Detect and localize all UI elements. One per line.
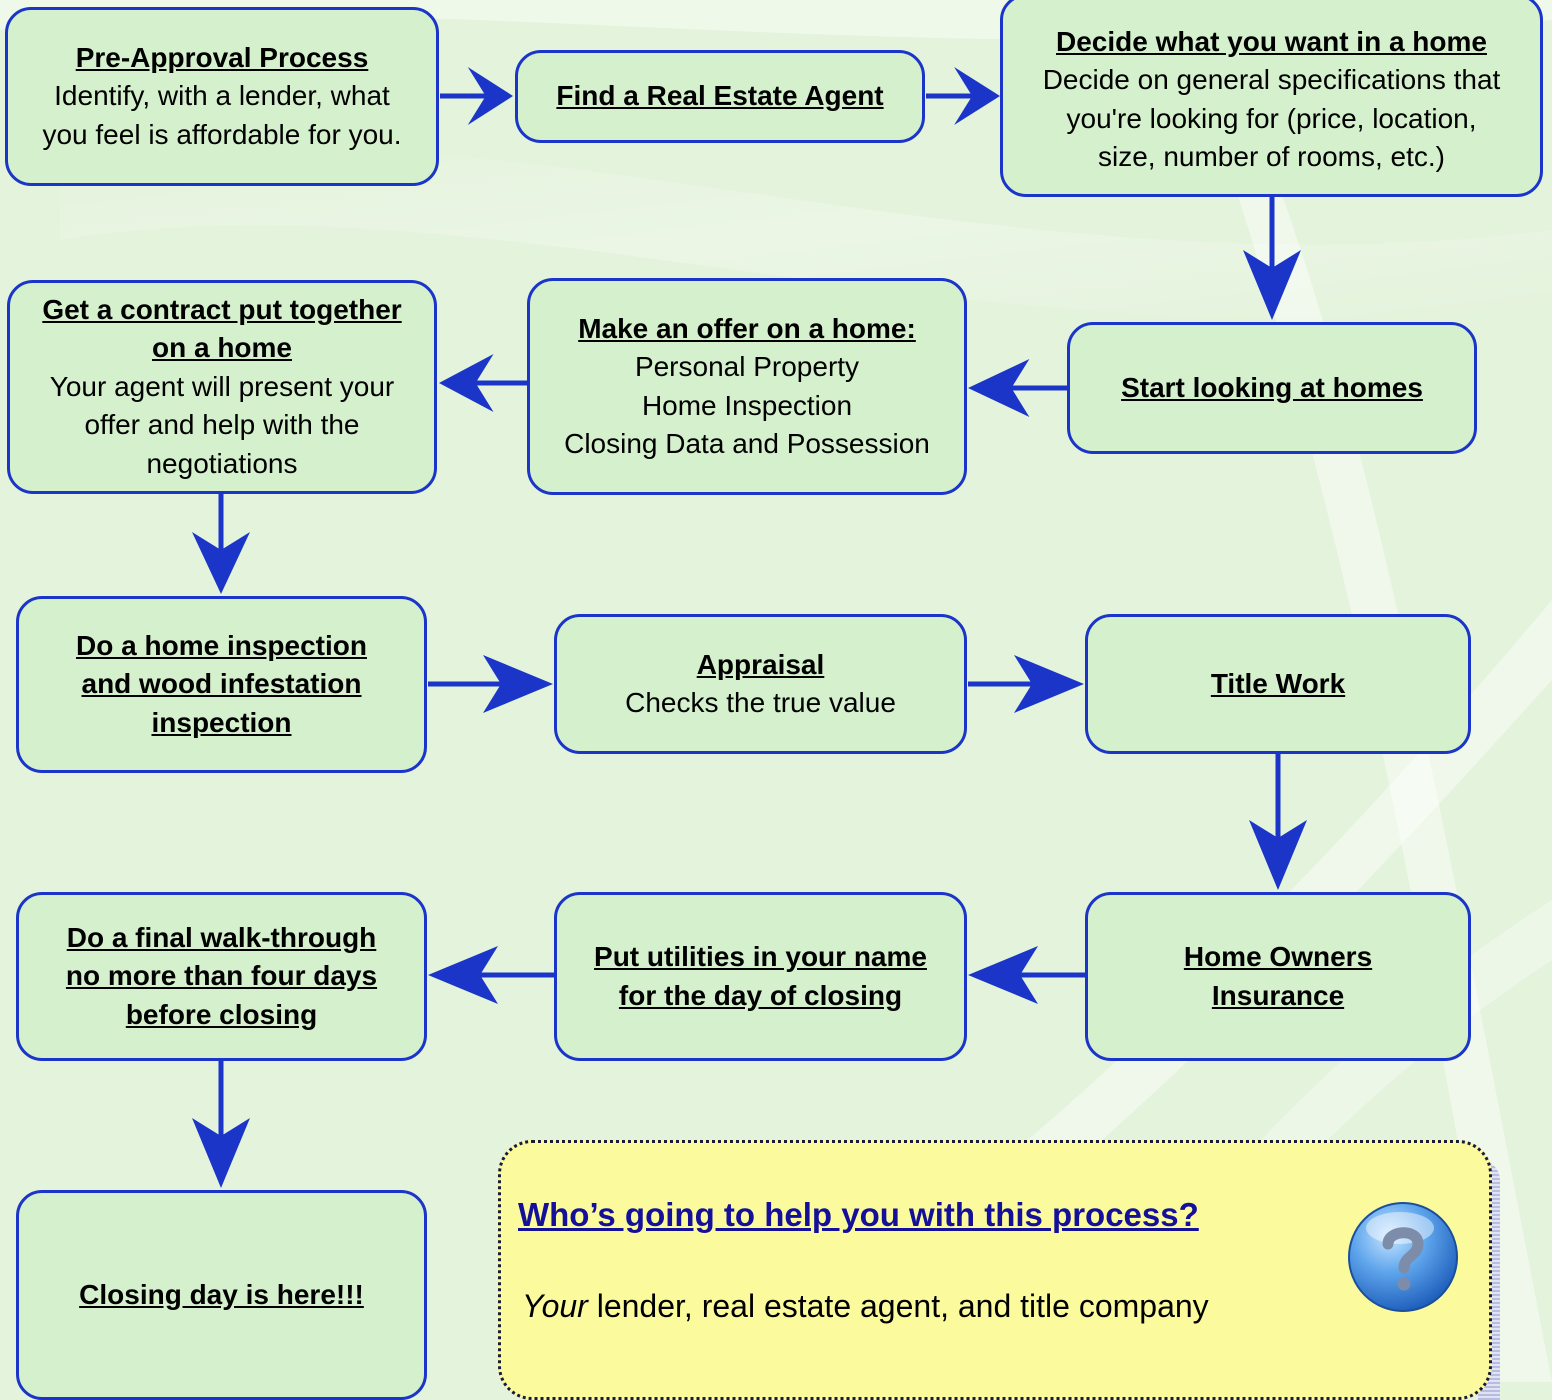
step-line: Identify, with a lender, what (54, 80, 390, 112)
flow-arrow (1249, 754, 1307, 890)
callout-title: Who’s going to help you with this proces… (518, 1196, 1199, 1233)
flow-arrow (968, 946, 1085, 1004)
step-line: size, number of rooms, etc.) (1097, 141, 1445, 172)
step-home-inspection: Do a home inspection and wood infestatio… (16, 596, 427, 773)
step-find-agent: Find a Real Estate Agent (515, 50, 925, 143)
step-title: for the day of closing (618, 979, 903, 1011)
step-appraisal: Appraisal Checks the true value (554, 614, 967, 754)
flow-arrow (428, 655, 553, 713)
step-title: inspection (151, 706, 292, 738)
step-title: Title Work (1210, 667, 1346, 699)
step-line: you're looking for (price, location, (1066, 102, 1477, 134)
step-title: Insurance (1211, 979, 1345, 1011)
step-title: Appraisal (696, 648, 825, 680)
step-title: Do a home inspection (76, 629, 367, 661)
help-callout (498, 1140, 1492, 1400)
step-line: Your agent will present your (49, 370, 395, 402)
step-line: Home Inspection (641, 389, 853, 421)
question-mark-icon (1348, 1202, 1458, 1312)
flow-arrow (192, 494, 250, 594)
step-title: Do a final walk-through (66, 921, 377, 953)
callout-body-text: lender, real estate agent, and title com… (587, 1288, 1209, 1324)
step-line: negotiations (146, 447, 298, 479)
step-insurance: Home Owners Insurance (1085, 892, 1471, 1061)
flow-arrow (926, 67, 1000, 125)
step-title: and wood infestation (81, 668, 362, 700)
step-title: Make an offer on a home: (578, 312, 916, 344)
step-title: Closing day is here!!! (79, 1278, 364, 1310)
step-title: Put utilities in your name (594, 941, 927, 972)
callout-body: Your lender, real estate agent, and titl… (522, 1288, 1209, 1325)
step-decide-home: Decide what you want in a home Decide on… (1000, 0, 1543, 197)
step-title: Get a contract put together (42, 293, 402, 325)
step-walk-through: Do a final walk-through no more than fou… (16, 892, 427, 1061)
step-make-offer: Make an offer on a home: Personal Proper… (527, 278, 967, 495)
step-line: Closing Data and Possession (564, 428, 930, 459)
step-line: you feel is affordable for you. (42, 118, 402, 150)
callout-body-emphasis: Your (522, 1288, 588, 1324)
step-title: Home Owners (1183, 941, 1373, 972)
step-contract: Get a contract put together on a home Yo… (7, 280, 437, 494)
step-title: Start looking at homes (1121, 371, 1423, 403)
flow-arrow (968, 359, 1067, 417)
step-title: on a home (151, 332, 292, 364)
step-title: no more than four days (65, 960, 378, 992)
flow-arrow (439, 354, 527, 412)
step-line: offer and help with the (84, 409, 360, 441)
step-title: Find a Real Estate Agent (556, 80, 884, 112)
step-line: Decide on general specifications that (1042, 64, 1501, 95)
step-utilities: Put utilities in your name for the day o… (554, 892, 967, 1061)
step-pre-approval: Pre-Approval Process Identify, with a le… (5, 7, 439, 186)
step-title: Decide what you want in a home (1056, 25, 1487, 57)
step-line: Personal Property (634, 351, 860, 382)
flow-arrow (968, 655, 1084, 713)
flow-arrow (440, 67, 513, 125)
step-title-work: Title Work (1085, 614, 1471, 754)
step-line: Checks the true value (625, 687, 896, 718)
flow-arrow (192, 1061, 250, 1188)
flow-arrow (1243, 197, 1301, 320)
step-title: before closing (125, 998, 318, 1030)
flow-arrow (428, 946, 554, 1004)
step-closing-day: Closing day is here!!! (16, 1190, 427, 1400)
step-start-looking: Start looking at homes (1067, 322, 1477, 454)
step-title: Pre-Approval Process (75, 41, 369, 73)
